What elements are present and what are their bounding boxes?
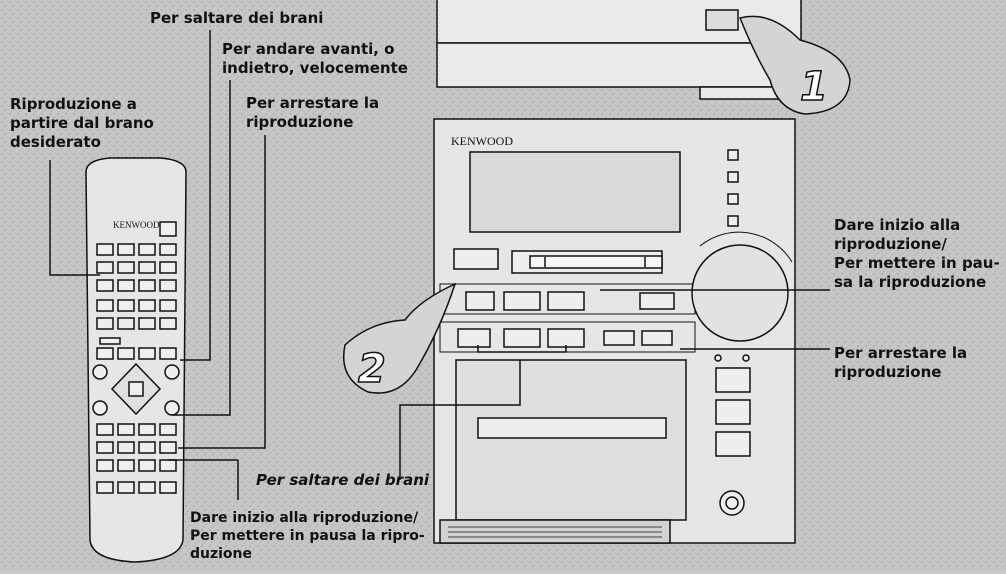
label-play-from-track: Riproduzione a partire dal brano desider… — [10, 95, 154, 151]
leader-skip-bottom — [399, 360, 521, 480]
label-top-skip: Per saltare dei brani — [150, 9, 324, 27]
remote-control — [85, 157, 187, 563]
leader-top-skip — [180, 30, 211, 361]
leader-play-from-track — [49, 160, 100, 276]
main-unit — [433, 118, 796, 544]
label-stop-remote: Per arrestare la riproduzione — [246, 94, 380, 131]
label-stop-unit: Per arrestare la riproduzione — [834, 344, 968, 381]
step-number-1: 1 — [800, 64, 828, 110]
label-fast-forward-rewind: Per andare avanti, o indietro, velocemen… — [222, 40, 408, 77]
brand-label-remote: KENWOOD — [113, 220, 160, 230]
cd-player-top — [436, 0, 802, 100]
label-play-pause-bottom: Dare inizio alla riproduzione/ Per mette… — [190, 510, 425, 562]
step-number-2: 2 — [358, 346, 386, 392]
leader-fast-forward — [172, 80, 231, 416]
label-play-pause-unit: Dare inizio alla riproduzione/ Per mette… — [834, 216, 1000, 291]
label-skip-tracks-bottom: Per saltare dei brani — [256, 471, 430, 489]
leader-stop-remote — [178, 135, 266, 449]
pointing-hand-icon-2 — [343, 282, 457, 394]
leader-lines — [49, 30, 830, 500]
pointing-hand-icon-1 — [738, 15, 851, 115]
brand-label-unit: KENWOOD — [451, 134, 513, 148]
